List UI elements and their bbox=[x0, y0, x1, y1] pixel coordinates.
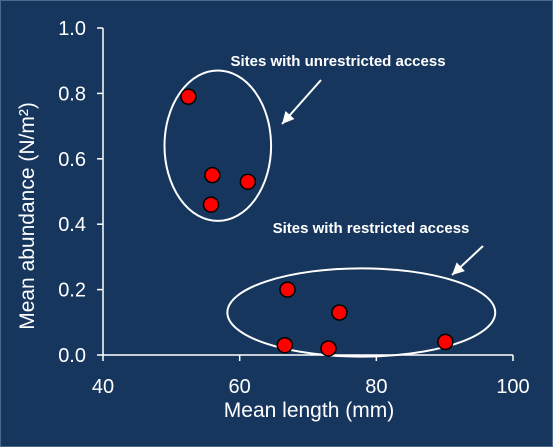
data-point bbox=[202, 196, 220, 213]
data-point bbox=[331, 304, 348, 321]
annotation-arrow-head bbox=[282, 111, 295, 124]
data-point bbox=[320, 340, 337, 357]
data-points bbox=[180, 88, 454, 357]
annotation-label: Sites with unrestricted access bbox=[230, 53, 445, 70]
annotation-arrow-head bbox=[452, 262, 465, 275]
x-tick-label: 60 bbox=[229, 376, 251, 398]
annotation-label: Sites with restricted access bbox=[273, 220, 470, 237]
data-point bbox=[437, 333, 454, 351]
annotation-ellipse bbox=[226, 267, 497, 358]
data-point bbox=[279, 281, 296, 298]
data-point bbox=[239, 173, 257, 190]
y-tick-label: 0.6 bbox=[58, 149, 86, 171]
x-tick-label: 100 bbox=[496, 376, 529, 398]
y-tick-label: 0.4 bbox=[58, 214, 86, 236]
y-tick-label: 0.0 bbox=[58, 345, 86, 367]
y-axis-title: Mean abundance (N/m²) bbox=[16, 102, 39, 330]
data-point bbox=[180, 88, 197, 105]
y-tick-label: 0.8 bbox=[58, 83, 86, 105]
axes: 40 60 80 100 0.0 0.2 0.4 0.6 0.8 1.0 bbox=[58, 18, 530, 398]
annotation-ellipse bbox=[163, 69, 273, 222]
x-tick-label: 80 bbox=[365, 376, 387, 398]
y-tick-label: 1.0 bbox=[58, 18, 86, 40]
y-tick-label: 0.2 bbox=[58, 280, 86, 302]
x-tick-label: 40 bbox=[92, 376, 114, 398]
data-point bbox=[276, 336, 294, 354]
x-axis-title: Mean length (mm) bbox=[224, 399, 394, 422]
data-point bbox=[204, 166, 221, 184]
